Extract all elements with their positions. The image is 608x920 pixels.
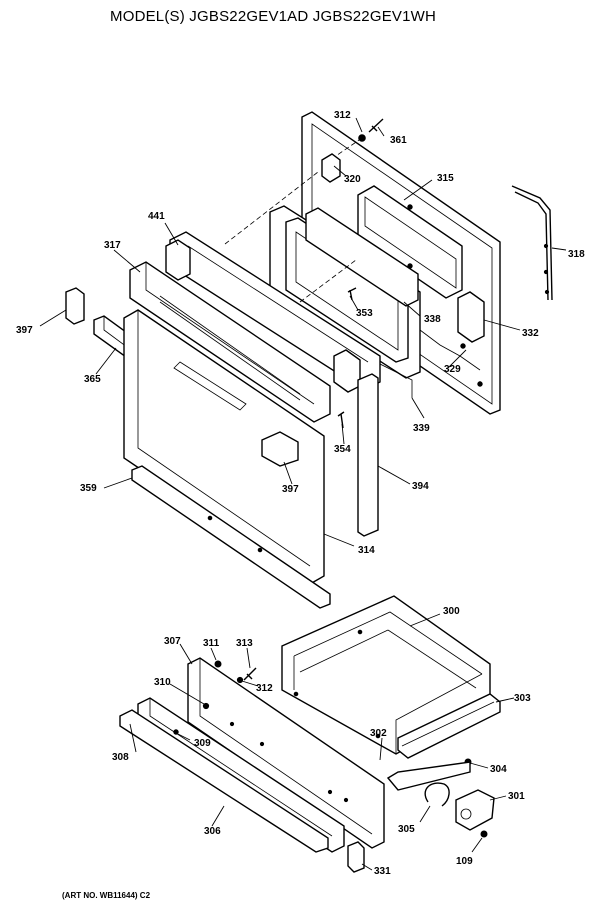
callout-304: 304 [490,764,507,775]
callout-315: 315 [437,173,454,184]
callout-303: 303 [514,693,531,704]
callout-305: 305 [398,824,415,835]
screw-109 [480,830,488,838]
side-strip-394 [357,373,379,537]
hinge-receptacle-397a [65,287,85,325]
drawer-slide-303 [397,693,501,759]
callout-318: 318 [568,249,585,260]
callout-365: 365 [84,374,101,385]
callout-397-right: 397 [282,484,299,495]
hinge-receptacle-397b [261,431,299,467]
hinge-rod-318 [511,185,553,301]
callout-314: 314 [358,545,375,556]
clip-309 [173,729,179,735]
art-number: (ART NO. WB11644) C2 [62,891,151,900]
clip-331 [347,841,365,873]
callout-labels: 312 361 315 320 441 318 317 353 338 332 … [16,110,585,877]
screw-361 [368,118,384,133]
callout-307: 307 [164,636,181,647]
callout-359: 359 [80,483,97,494]
callout-311: 311 [203,638,220,649]
bracket-320 [321,153,341,183]
leader-lines [39,117,567,871]
spring-clip-305 [424,782,450,807]
callout-312: 312 [334,110,351,121]
rail-302 [386,761,471,791]
callout-397-left: 397 [16,325,33,336]
drawer-front-307 [187,657,385,849]
callout-353: 353 [356,308,373,319]
callout-306: 306 [204,826,221,837]
drawer-handle-308 [119,709,329,853]
callout-312-drawer: 312 [256,683,273,694]
callout-313: 313 [236,638,253,649]
bottom-trim-359 [131,465,331,609]
callout-301: 301 [508,791,525,802]
insulation-339 [371,359,413,398]
door-frame-441 [165,231,381,393]
callout-317: 317 [104,240,121,251]
screw-354 [337,411,345,429]
callout-339: 339 [413,423,430,434]
callout-310: 310 [154,677,171,688]
window-frame-338 [269,205,421,379]
callout-300: 300 [443,606,460,617]
callout-332: 332 [522,328,539,339]
page-title: MODEL(S) JGBS22GEV1AD JGBS22GEV1WH [110,8,437,25]
screw-313 [243,667,257,681]
callout-331: 331 [374,866,391,877]
nut-312b [236,676,244,684]
callout-329: 329 [444,364,461,375]
callout-338: 338 [424,314,441,325]
callout-320: 320 [344,174,361,185]
callout-441: 441 [148,211,165,222]
nut-311 [214,660,222,668]
control-panel-317 [129,261,331,423]
callout-302: 302 [370,728,387,739]
callout-354: 354 [334,444,351,455]
callout-361: 361 [390,135,407,146]
callout-109: 109 [456,856,473,867]
callout-394: 394 [412,481,429,492]
outer-door-panel-314 [123,309,325,585]
bracket-301 [455,789,495,831]
callout-309: 309 [194,738,211,749]
callout-308: 308 [112,752,129,763]
